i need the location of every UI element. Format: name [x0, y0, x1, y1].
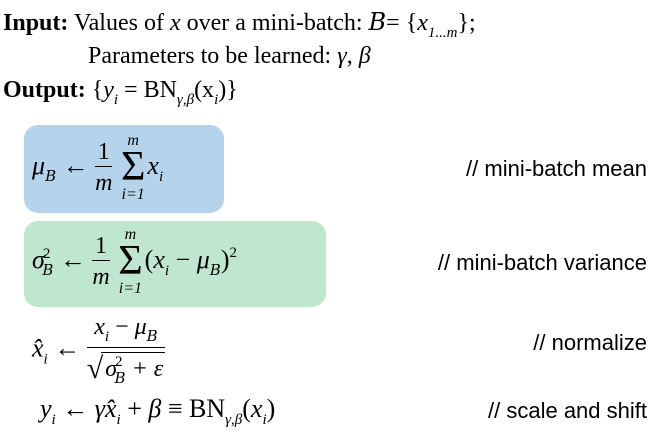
- gamma-symbol: γ: [94, 394, 105, 423]
- arrow-symbol-3: ←: [54, 333, 81, 363]
- square-sup: 2: [229, 244, 237, 261]
- xhat-symbol: x̂: [32, 333, 44, 363]
- sum-upper-2: m: [124, 226, 137, 243]
- mu-sub-b-2: B: [209, 260, 221, 279]
- output-arg: (x: [194, 77, 215, 103]
- num-mu-sub: B: [146, 327, 158, 345]
- minus-sign: −: [169, 244, 197, 274]
- one-over-m-fraction: 1 m: [95, 140, 113, 197]
- output-line: Output: {yi = BNγ,β(xi)}: [3, 78, 238, 108]
- mu-symbol: μ: [32, 150, 46, 180]
- plus-sign: +: [120, 394, 149, 423]
- output-open: {: [91, 77, 104, 103]
- xhat-sub-i: i: [43, 351, 48, 368]
- y-symbol: y: [40, 394, 52, 423]
- bn-open: (: [242, 394, 251, 423]
- batch-eq: = {: [386, 10, 418, 36]
- y-sub-i: i: [51, 412, 56, 428]
- batch-symbol: B: [368, 8, 387, 36]
- den-sigma-sup: 2: [115, 354, 123, 370]
- sum-sigma: Σ: [120, 144, 146, 190]
- one-over-m-fraction-2: 1 m: [92, 234, 110, 291]
- den-eps: + ε: [125, 356, 164, 382]
- sqrt-icon: √: [86, 352, 104, 385]
- open-paren: (: [144, 244, 154, 274]
- batch-sub: 1...m: [427, 25, 458, 41]
- batch-x: x: [417, 10, 428, 36]
- x-symbol: x: [147, 150, 159, 180]
- normalize-equation: x̂i ← xi − μB √σ2B + ε: [32, 314, 166, 386]
- close-paren: ): [220, 244, 230, 274]
- sigma-sup-2: 2: [42, 245, 51, 262]
- summation-2: m Σ i=1: [118, 227, 142, 297]
- mean-highlight-box: [24, 125, 224, 213]
- param-beta: β: [358, 43, 371, 69]
- fraction-denominator-2: m: [92, 264, 110, 291]
- x-sub-i: i: [158, 168, 164, 185]
- batch-end: };: [457, 10, 476, 36]
- output-close: )}: [218, 77, 238, 103]
- arrow-symbol-4: ←: [62, 394, 89, 423]
- arrow-symbol-2: ←: [59, 244, 86, 274]
- beta-symbol: β: [148, 394, 162, 423]
- bn-close: ): [266, 394, 276, 423]
- normalize-numerator: xi − μB: [86, 314, 166, 348]
- fraction-denominator: m: [95, 170, 113, 197]
- sqrt-radicand: σ2B + ε: [101, 352, 166, 387]
- variance-equation: σ2B ← 1 m m Σ i=1 (xi − μB)2: [32, 227, 237, 297]
- comment-mean: // mini-batch mean: [466, 156, 647, 181]
- bn-sub: γ,β: [225, 412, 243, 428]
- num-mu: μ: [134, 314, 147, 340]
- num-x-sub: i: [104, 329, 110, 345]
- xhat-sub-i-2: i: [116, 412, 121, 428]
- fraction-numerator-2: 1: [92, 234, 110, 262]
- bn-x-sub: i: [262, 412, 267, 428]
- sigma-sub-b: B: [42, 260, 54, 279]
- input-var: x: [169, 10, 181, 36]
- den-sigma-sub: B: [114, 369, 126, 387]
- comment-scale-shift: // scale and shift: [488, 398, 647, 423]
- params-line: Parameters to be learned: γ, β: [88, 44, 371, 68]
- x-symbol-2: x: [153, 244, 165, 274]
- bn-x: x: [250, 394, 263, 423]
- comment-normalize: // normalize: [533, 330, 647, 355]
- arrow-symbol: ←: [62, 150, 89, 180]
- mu-symbol-2: μ: [196, 244, 210, 274]
- normalize-denominator: √σ2B + ε: [87, 348, 166, 386]
- sum-lower-2: i=1: [118, 279, 143, 297]
- xhat-symbol-2: x̂: [104, 394, 117, 423]
- variance-highlight-box: [24, 221, 326, 307]
- summation: m Σ i=1: [121, 133, 145, 203]
- comment-variance: // mini-batch variance: [437, 250, 647, 275]
- input-text-1: Values of: [73, 10, 164, 36]
- x-sub-i-2: i: [164, 262, 170, 279]
- output-y-sub: i: [113, 92, 119, 108]
- output-eq: = BN: [118, 77, 177, 103]
- param-comma: ,: [346, 43, 353, 69]
- output-bn-sub: γ,β: [176, 92, 195, 108]
- normalize-fraction: xi − μB √σ2B + ε: [86, 314, 166, 386]
- num-minus: −: [109, 314, 135, 340]
- input-label: Input:: [3, 10, 69, 36]
- equiv-bn: ≡ BN: [161, 394, 226, 423]
- output-y: y: [103, 77, 114, 103]
- params-text: Parameters to be learned:: [88, 43, 332, 69]
- scale-shift-equation: yi ← γx̂i + β ≡ BNγ,β(xi): [40, 396, 275, 428]
- num-x: x: [94, 314, 105, 340]
- sum-sigma-2: Σ: [118, 238, 143, 284]
- output-arg-sub: i: [214, 92, 219, 108]
- fraction-numerator: 1: [95, 140, 113, 168]
- sum-upper: m: [127, 132, 139, 149]
- input-line: Input: Values of x over a mini-batch: B=…: [3, 10, 476, 41]
- output-label: Output:: [3, 77, 86, 103]
- den-sigma: σ: [105, 356, 118, 382]
- sum-lower: i=1: [121, 185, 145, 203]
- mu-sub-b: B: [45, 166, 57, 185]
- input-text-2: over a mini-batch:: [186, 10, 363, 36]
- mean-equation: μB ← 1 m m Σ i=1 xi: [32, 133, 163, 203]
- param-gamma: γ: [337, 43, 347, 69]
- sigma-symbol: σ: [32, 244, 45, 274]
